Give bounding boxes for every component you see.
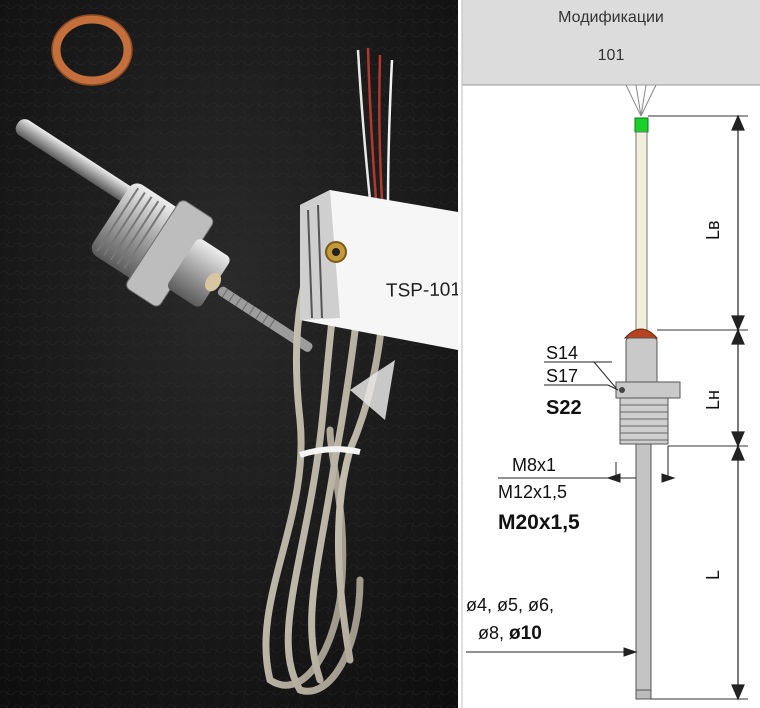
- diameter-options-1: ø4, ø5, ø6,: [466, 595, 555, 615]
- diameter-options-2-text: ø8,: [478, 623, 510, 643]
- product-photo: TSP-101: [0, 0, 458, 708]
- modification-value: 101: [597, 47, 625, 64]
- housing: [625, 337, 658, 389]
- immersion-stem: [635, 443, 652, 700]
- thread-fitting: [91, 183, 313, 352]
- lead-wires: [356, 47, 394, 206]
- technical-drawing: Модификации 101 Lв Lн L S14 S17 S22 M8x1…: [458, 0, 760, 708]
- thread-size-3: M20x1,5: [498, 511, 580, 534]
- photo-illustration: [0, 0, 458, 708]
- copper-washer: [51, 14, 133, 86]
- dimension-lines: [731, 114, 745, 701]
- wire-fan: [625, 84, 657, 117]
- dim-lh-label: Lн: [703, 390, 723, 410]
- label-tag: [300, 190, 458, 350]
- set-screw: [619, 387, 625, 393]
- diameter-bold: ø10: [509, 623, 542, 644]
- dim-lb-label: Lв: [703, 220, 723, 240]
- thread: [619, 397, 669, 445]
- tag-label: TSP-101: [385, 279, 458, 302]
- modifications-header: Модификации: [558, 9, 664, 26]
- cable-tie: [299, 446, 361, 458]
- wrench-size-3: S22: [546, 397, 582, 419]
- wrench-size-2: S17: [546, 366, 579, 386]
- dim-l-label: L: [703, 569, 723, 580]
- upper-tube: [635, 131, 648, 333]
- header-band: [462, 0, 760, 85]
- diameter-options-2: ø8, ø10: [478, 624, 542, 643]
- thread-size-1: M8x1: [512, 455, 557, 475]
- probe-rod: [15, 119, 146, 210]
- thread-size-2: M12x1,5: [498, 482, 568, 502]
- wrench-size-1: S14: [546, 343, 579, 363]
- sensor-tip: [634, 117, 649, 133]
- cap: [623, 328, 659, 339]
